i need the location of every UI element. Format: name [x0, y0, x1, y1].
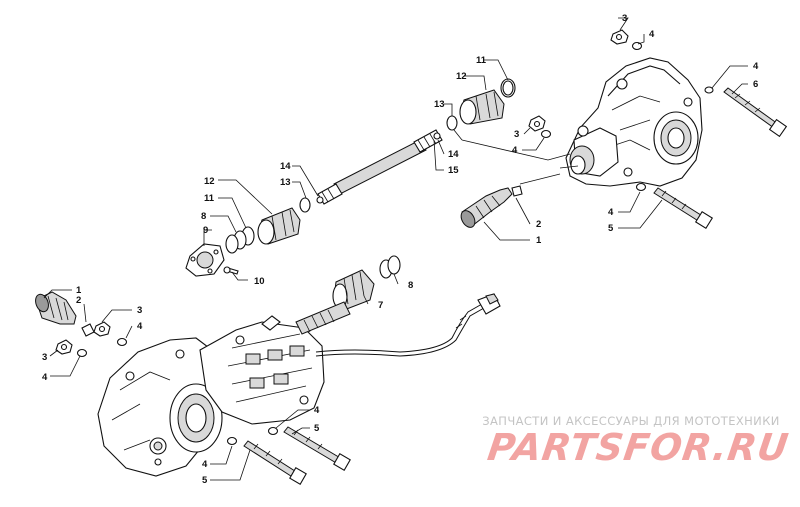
- boot-12-lower: [257, 207, 301, 245]
- valve-body: [199, 315, 325, 425]
- nut-3-left-b: [55, 339, 73, 355]
- bolt-6: [723, 87, 788, 138]
- boot-7: [332, 269, 375, 311]
- callout-3: 3: [622, 13, 627, 24]
- callout-12: 12: [456, 71, 467, 82]
- callout-1: 1: [536, 235, 542, 246]
- clamp-2-upper: [511, 185, 523, 197]
- nut-3-mid: [528, 115, 546, 132]
- boot-1-upper: [460, 187, 513, 228]
- callout-13: 13: [434, 99, 445, 110]
- ring-13-lower: [299, 197, 311, 213]
- callout-10: 10: [254, 276, 265, 287]
- callout-1: 1: [76, 285, 82, 296]
- front-gearcase: [97, 337, 223, 477]
- clip-14-lower: [316, 196, 324, 204]
- ring-13-upper: [446, 115, 458, 131]
- callout-5: 5: [608, 223, 614, 234]
- bolt-5-right: [653, 187, 714, 230]
- wire-harness: [315, 293, 501, 357]
- callout-5: 5: [314, 423, 320, 434]
- drive-shaft: [317, 129, 443, 205]
- callout-4: 4: [512, 145, 518, 156]
- callout-3: 3: [514, 129, 519, 140]
- callout-7: 7: [378, 300, 383, 311]
- washer: [631, 41, 643, 51]
- output-shaft: [295, 301, 351, 335]
- callout-15: 15: [448, 165, 459, 176]
- callout-4: 4: [608, 207, 614, 218]
- callout-8: 8: [201, 211, 206, 222]
- clip-14-upper: [433, 132, 441, 140]
- callout-3: 3: [137, 305, 142, 316]
- washer: [76, 348, 88, 358]
- watermark-tagline: ЗАПЧАСТИ И АКСЕССУАРЫ ДЛЯ МОТОТЕХНИКИ: [482, 414, 780, 428]
- boot-1-lower: [35, 291, 77, 325]
- washer: [116, 337, 128, 347]
- washer: [635, 182, 647, 192]
- bolt-5-low: [243, 440, 307, 485]
- leader-lines: [43, 17, 748, 481]
- callout-5: 5: [202, 475, 208, 486]
- callout-4: 4: [314, 405, 320, 416]
- washer: [704, 86, 714, 94]
- callout-3: 3: [42, 352, 47, 363]
- callout-8: 8: [408, 280, 413, 291]
- callout-4: 4: [649, 29, 655, 40]
- washer: [226, 436, 238, 446]
- callout-4: 4: [202, 459, 208, 470]
- callout-12: 12: [204, 176, 215, 187]
- callout-2: 2: [76, 295, 81, 306]
- boot-12-upper: [459, 89, 505, 125]
- washer: [540, 129, 552, 139]
- callout-6: 6: [753, 79, 758, 90]
- clamp-2-lower: [81, 323, 95, 337]
- nut-3-top: [610, 29, 629, 45]
- watermark-logo: PARTSFOR.RU: [484, 426, 792, 469]
- rear-gearcase: [559, 57, 703, 187]
- callout-14: 14: [280, 161, 291, 172]
- callout-labels: 11 12 13 14 15 14 13 12 11 8 9 10 8 7 3 …: [42, 13, 759, 486]
- bolt-10: [223, 266, 239, 275]
- callout-2: 2: [536, 219, 541, 230]
- nut-3-left-a: [93, 321, 111, 337]
- callout-4: 4: [42, 372, 48, 383]
- callout-4: 4: [137, 321, 143, 332]
- callout-14: 14: [448, 149, 459, 160]
- callout-9: 9: [203, 225, 208, 236]
- callout-4: 4: [753, 61, 759, 72]
- bolt-5-mid: [283, 426, 351, 471]
- callout-11: 11: [204, 193, 215, 204]
- cover-9: [185, 243, 225, 277]
- callout-13: 13: [280, 177, 291, 188]
- washer: [267, 426, 279, 436]
- callout-11: 11: [476, 55, 487, 66]
